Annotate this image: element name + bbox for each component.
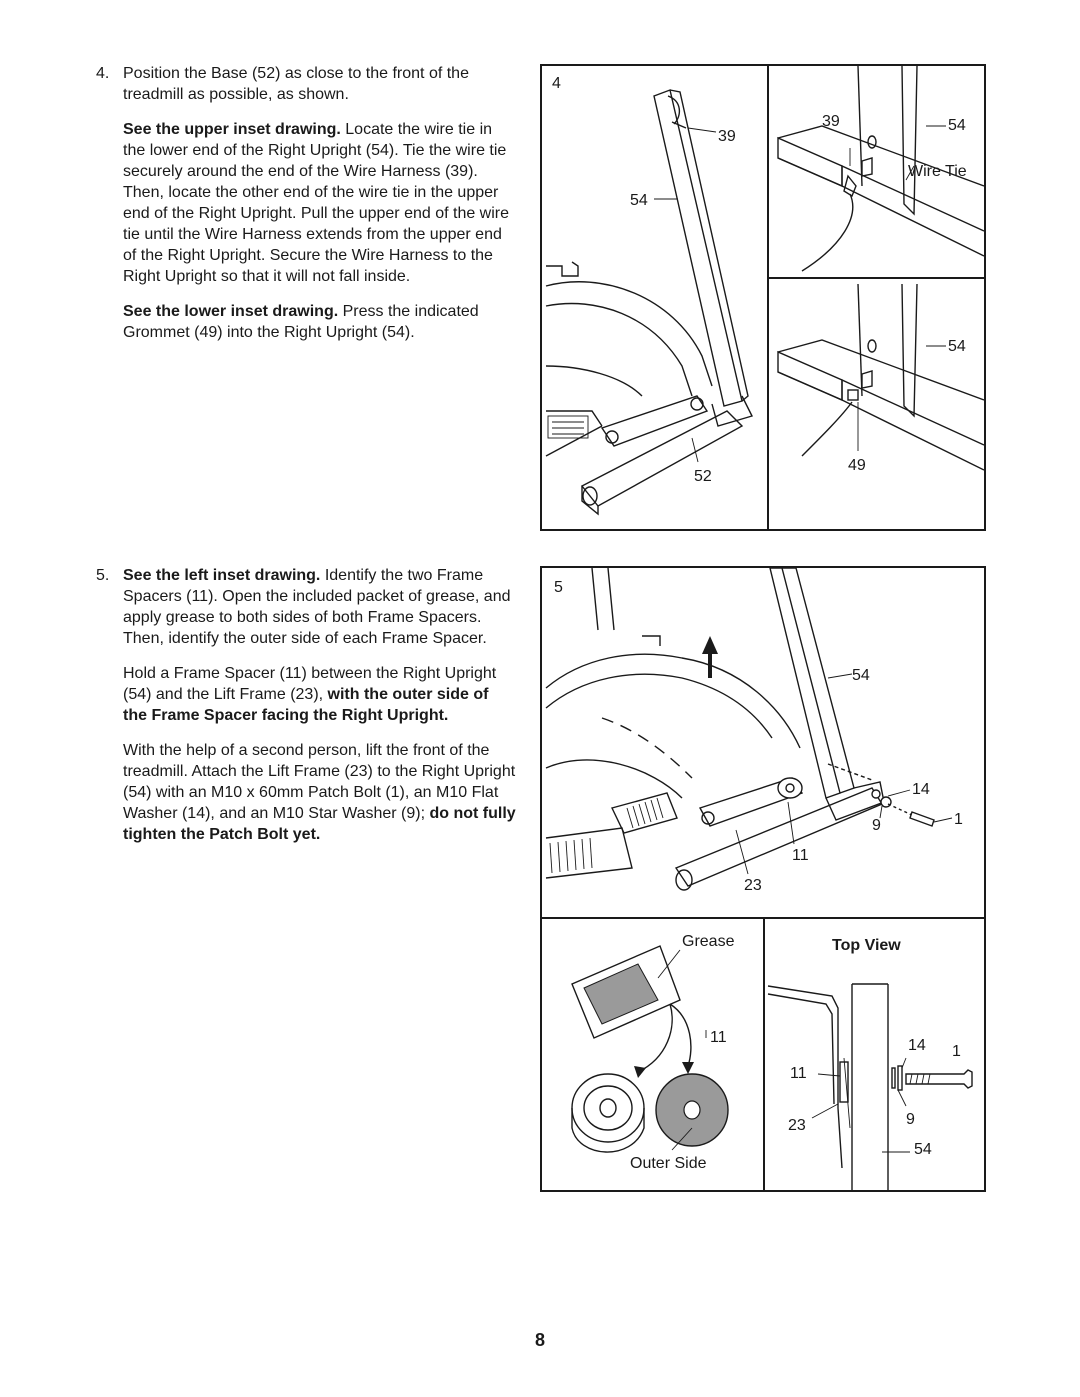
- top-view-inset-illustration: Top View 14 1 11 9 23 54: [767, 937, 973, 1190]
- fig5-grease-label-spacer: 11: [710, 1029, 727, 1046]
- step-5-paragraph-3: With the help of a second person, lift t…: [123, 740, 516, 845]
- fig4-upper-label-upright: 54: [948, 117, 966, 134]
- fig4-step-label: 4: [552, 75, 561, 92]
- fig5-top-label-bolt: 1: [952, 1043, 961, 1060]
- step-5-p2-text: Hold a Frame Spacer (11) between the Rig…: [123, 665, 497, 703]
- page-number: 8: [534, 1330, 545, 1350]
- step-4-upper-text: Locate the wire tie in the lower end of …: [123, 121, 510, 285]
- step-5-p1-text: Identify the two Frame Spacers (11). Ope…: [123, 567, 511, 647]
- figure-4-drawing: 39 54 52 39 54 Wire Tie: [545, 66, 984, 529]
- fig5-top-label-upright: 54: [914, 1141, 932, 1158]
- fig5-top-label-spacer: 11: [790, 1065, 807, 1082]
- main-treadmill-illustration: 39 54 52: [545, 89, 754, 516]
- step-4-instructions: 4. Position the Base (52) as close to th…: [96, 63, 516, 357]
- fig4-upper-label-wire-tie: Wire Tie: [908, 163, 967, 180]
- step-5-p3-text: With the help of a second person, lift t…: [123, 742, 516, 822]
- figure-4: 39 54 52 39 54 Wire Tie: [540, 64, 986, 531]
- fig4-upper-label-harness: 39: [822, 113, 840, 130]
- fig5-label-lift-frame: 23: [744, 877, 762, 894]
- step-4-number: 4.: [96, 65, 110, 82]
- step-4-lower-lead: See the lower inset drawing.: [123, 303, 339, 320]
- fig5-step-label: 5: [554, 579, 563, 596]
- step-5-p1-lead: See the left inset drawing.: [123, 567, 321, 584]
- fig5-label-grease: Grease: [682, 933, 735, 950]
- fig5-label-spacer: 11: [792, 847, 809, 864]
- fig4-label-upright: 54: [630, 192, 648, 209]
- step-5-p2-bold: with the outer side of the Frame Spacer …: [123, 686, 489, 724]
- step-5-number: 5.: [96, 567, 110, 584]
- grease-inset-illustration: Grease 11 Outer Side: [571, 933, 735, 1172]
- fig5-label-outer-side: Outer Side: [630, 1155, 707, 1172]
- step-5-paragraph-2: Hold a Frame Spacer (11) between the Rig…: [123, 663, 516, 726]
- fig5-top-view-title: Top View: [832, 937, 901, 954]
- fig4-label-harness: 39: [718, 128, 736, 145]
- fig5-top-label-flat-washer: 14: [908, 1037, 926, 1054]
- fig5-label-flat-washer: 14: [912, 781, 930, 798]
- main-lift-illustration: 54 14 1 9 11 23: [545, 568, 963, 894]
- fig4-lower-label-grommet: 49: [848, 457, 866, 474]
- fig4-lower-label-upright: 54: [948, 338, 966, 355]
- fig5-label-upright: 54: [852, 667, 870, 684]
- step-5-paragraph-1: See the left inset drawing. Identify the…: [123, 565, 516, 649]
- step-4-intro: Position the Base (52) as close to the f…: [123, 65, 469, 103]
- step-5-instructions: 5. See the left inset drawing. Identify …: [96, 565, 516, 859]
- step-5-p3-bold: do not fully tighten the Patch Bolt yet.: [123, 805, 516, 843]
- upper-inset-illustration: 39 54 Wire Tie: [777, 66, 984, 272]
- step-4-lower-text: Press the indicated Grommet (49) into th…: [123, 303, 479, 341]
- fig5-label-star-washer: 9: [872, 817, 881, 834]
- fig4-label-base: 52: [694, 468, 712, 485]
- lower-inset-illustration: 54 49: [777, 283, 984, 474]
- fig5-label-bolt: 1: [954, 811, 963, 828]
- step-4-upper-paragraph: See the upper inset drawing. Locate the …: [123, 119, 516, 287]
- fig5-top-label-star-washer: 9: [906, 1111, 915, 1128]
- fig5-top-label-lift-frame: 23: [788, 1117, 806, 1134]
- figure-5-drawing: 54 14 1 9 11 23 Grease: [542, 568, 984, 1190]
- figure-5: 54 14 1 9 11 23 Grease: [540, 566, 986, 1192]
- step-4-upper-lead: See the upper inset drawing.: [123, 121, 341, 138]
- step-4-lower-paragraph: See the lower inset drawing. Press the i…: [123, 301, 516, 343]
